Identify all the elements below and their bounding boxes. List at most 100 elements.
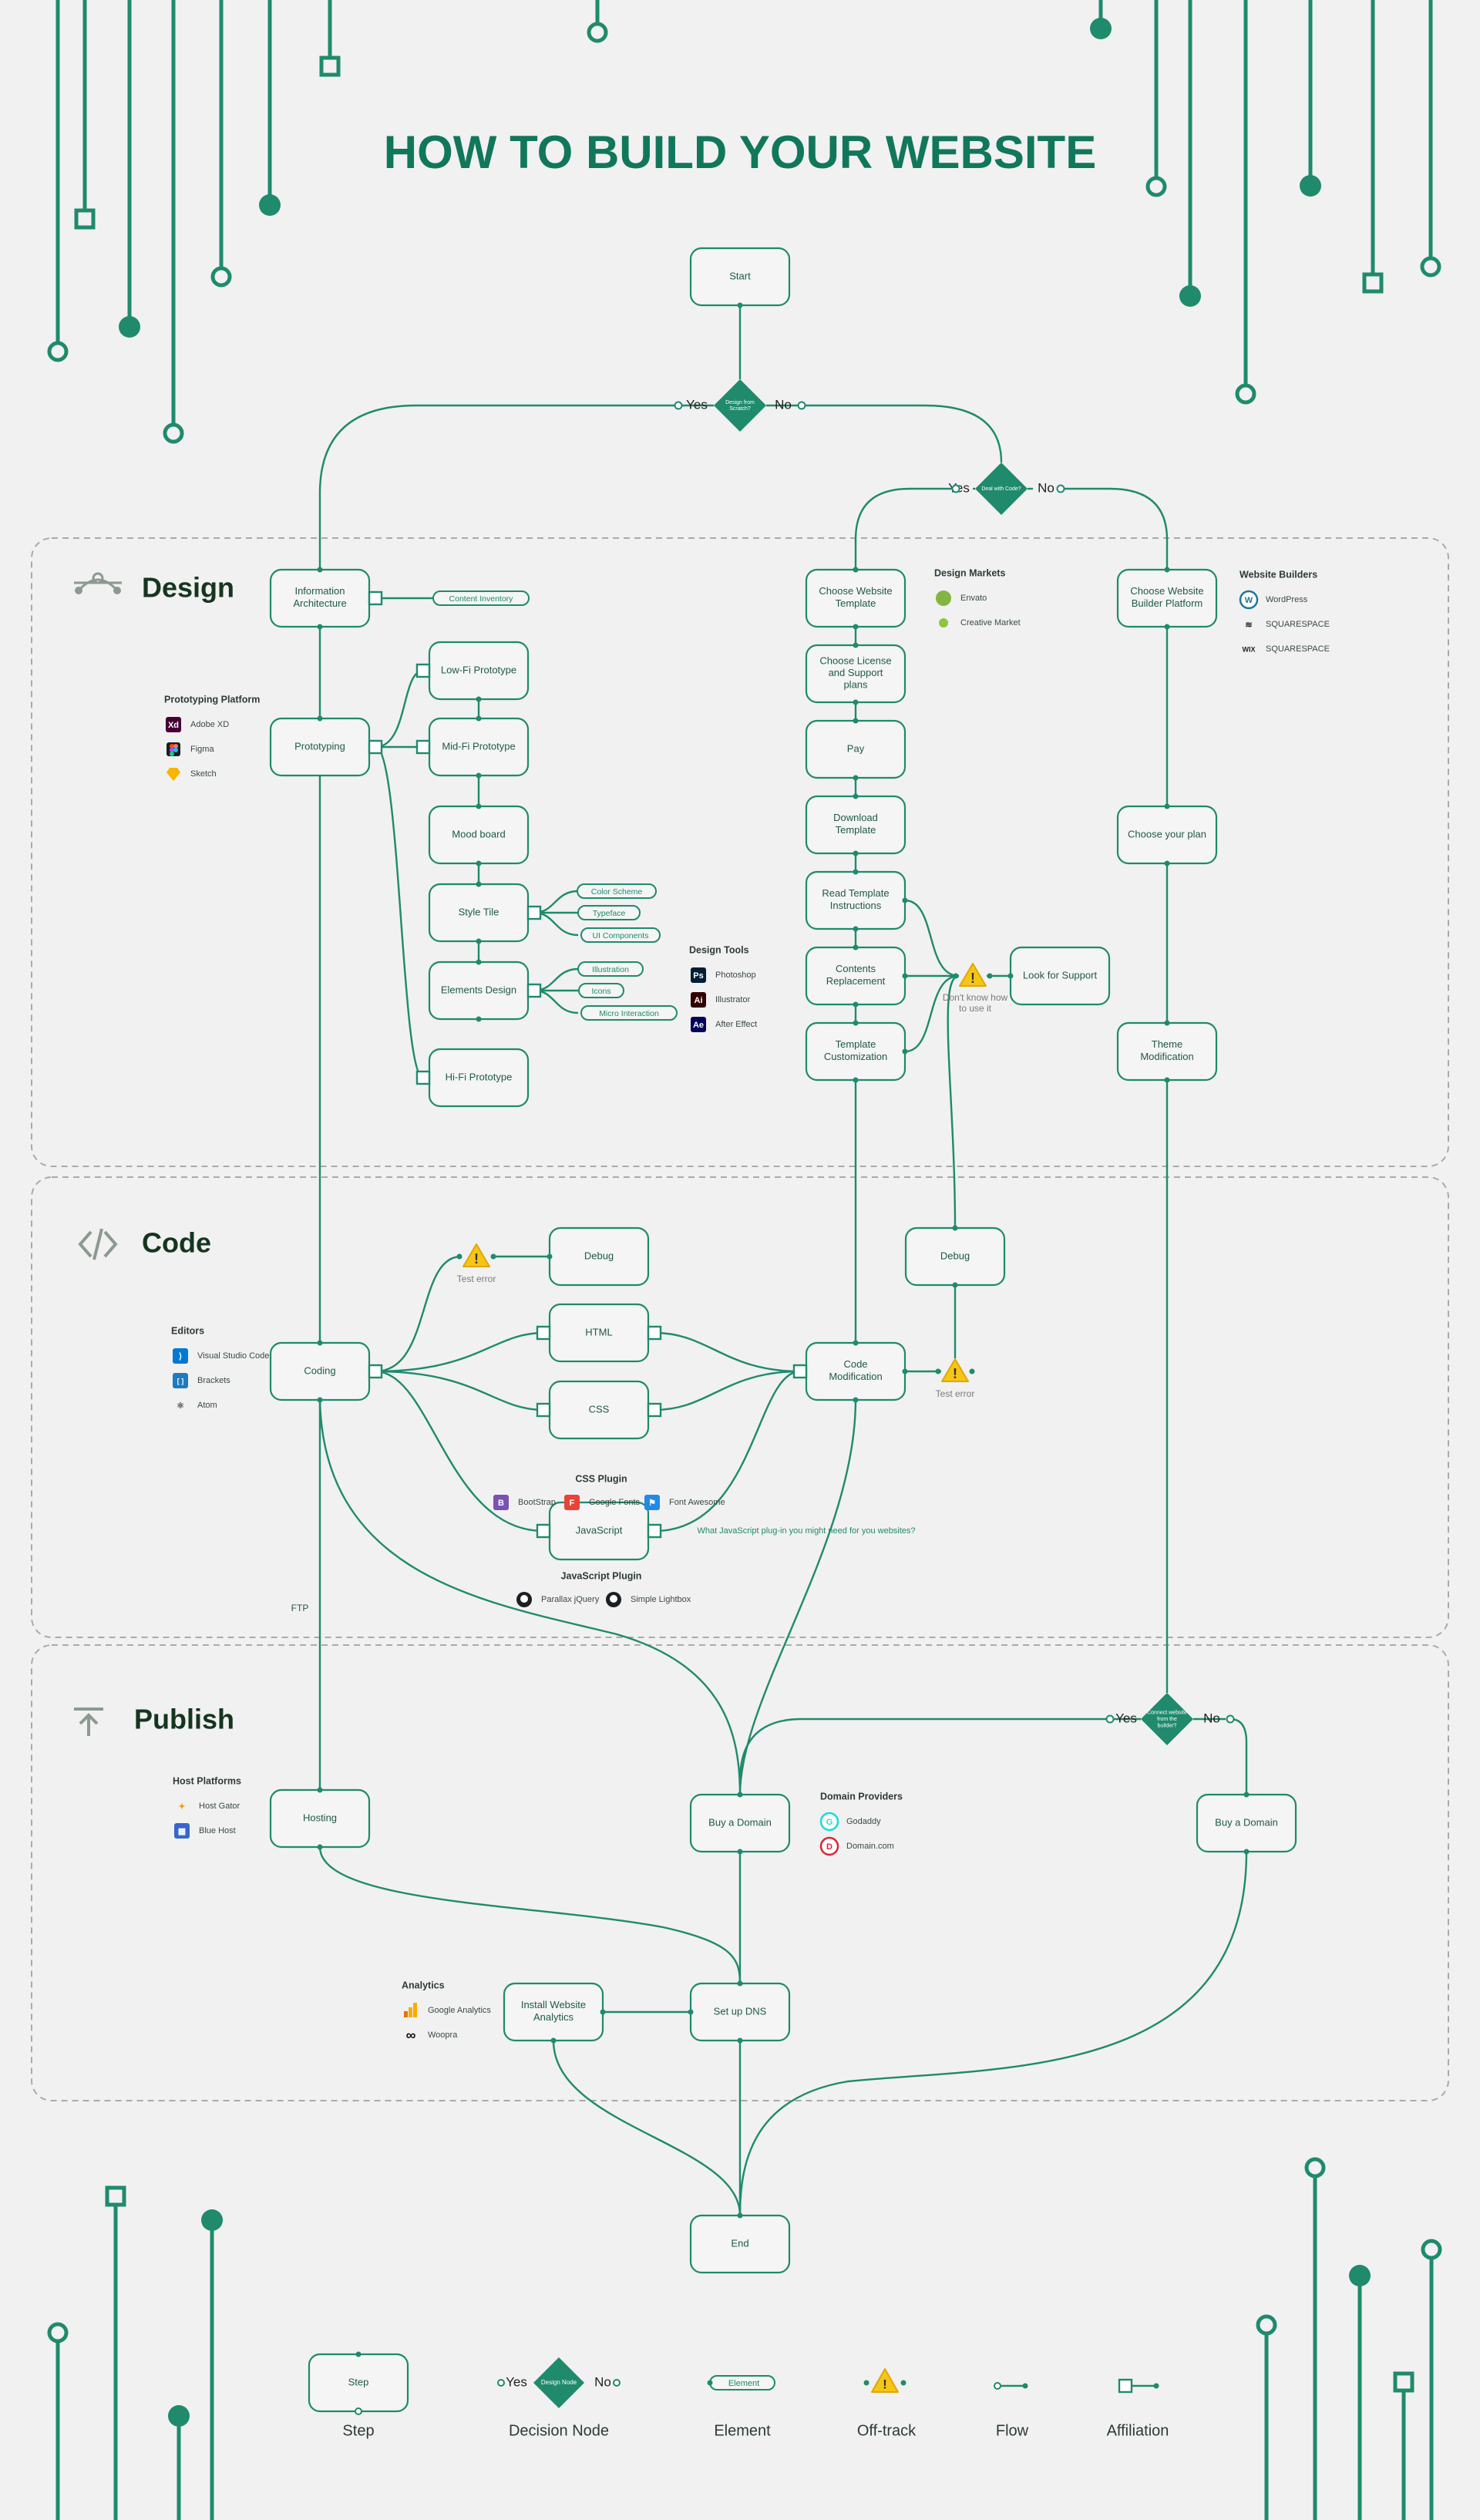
flow-dot <box>476 696 482 702</box>
flow-connector <box>375 1370 544 1533</box>
step-hosting[interactable]: Hosting <box>269 1788 371 1849</box>
flow-dot <box>550 2037 557 2044</box>
step-buy-domain-right[interactable]: Buy a Domain <box>1196 1793 1297 1853</box>
step-label: Pay <box>847 742 865 754</box>
element-pill <box>577 883 657 899</box>
flow-connector <box>318 1846 742 1984</box>
step-prototyping[interactable]: Prototyping <box>269 717 371 777</box>
pin-head-ring <box>1145 176 1167 197</box>
decorative-pin <box>1145 0 1167 197</box>
element-pill <box>580 927 661 943</box>
step-label: Buy a Domain <box>708 1816 772 1828</box>
bluehost-icon: ▦ <box>174 1823 190 1839</box>
flow-dot <box>902 973 908 979</box>
step-css[interactable]: CSS <box>548 1380 650 1440</box>
warning-dot-left <box>953 973 959 979</box>
creative-market-icon <box>939 618 948 627</box>
step-buy-domain-center[interactable]: Buy a Domain <box>689 1793 791 1853</box>
app-tile <box>493 1495 509 1510</box>
step-mood-board[interactable]: Mood board <box>428 805 530 865</box>
element-pill <box>580 1005 678 1021</box>
decorative-pin <box>1393 2371 1414 2520</box>
figma-dot-b <box>173 744 178 749</box>
after-effects-icon: Ae <box>691 1017 706 1032</box>
step-pay[interactable]: Pay <box>805 719 906 779</box>
step-end[interactable]: End <box>689 2214 791 2274</box>
flow-port <box>1226 1714 1235 1724</box>
decorative-pin <box>1300 0 1321 197</box>
icon-glyph: ⚛ <box>177 1401 184 1411</box>
step-choose-plan[interactable]: Choose your plan <box>1116 805 1218 865</box>
step-coding[interactable]: Coding <box>269 1341 371 1401</box>
figma-dot-a <box>170 744 174 749</box>
flow-dot <box>476 715 482 722</box>
ga-bar-1 <box>404 2011 408 2017</box>
step-debug-left[interactable]: Debug <box>548 1226 650 1287</box>
step-debug-right[interactable]: Debug <box>904 1226 1006 1287</box>
affiliation-port <box>526 983 542 998</box>
element-ui-components: UI Components <box>580 927 661 943</box>
step-elements-design[interactable]: Elements Design <box>428 961 530 1021</box>
element-icons: Icons <box>578 983 624 998</box>
flow-dot <box>737 2037 743 2044</box>
group-title: Host Platforms <box>173 1775 241 1786</box>
flow-connector <box>1061 487 1169 570</box>
step-hi-fi[interactable]: Hi-Fi Prototype <box>428 1048 530 1108</box>
domain-com-icon: D <box>819 1836 839 1856</box>
flow-dot <box>476 938 482 944</box>
warning-mark: ! <box>953 1366 957 1381</box>
decision-deal-code: Deal with Code? <box>975 463 1028 515</box>
app-tile <box>691 992 706 1008</box>
legend-no-port <box>613 2379 621 2387</box>
legend-affiliation-caption: Affiliation <box>1107 2422 1169 2439</box>
wp-ring <box>1239 590 1259 610</box>
ga-bar-3 <box>413 2003 417 2017</box>
step-label: Start <box>729 270 751 281</box>
sketch-icon <box>166 768 180 781</box>
flow-connector <box>375 669 424 749</box>
step-low-fi[interactable]: Low-Fi Prototype <box>428 641 530 701</box>
github-icon <box>606 1592 621 1607</box>
step-label: Elements Design <box>441 984 516 995</box>
step-html[interactable]: HTML <box>548 1303 650 1363</box>
decorative-pin <box>119 0 140 338</box>
squarespace-icon: ≋ <box>1245 621 1252 630</box>
step-javascript[interactable]: JavaScript <box>548 1501 650 1561</box>
pin-head-ring <box>163 422 184 444</box>
flow-dot <box>853 718 859 724</box>
step-start[interactable]: Start <box>689 247 791 307</box>
flow-dot <box>853 699 859 705</box>
group-item-label: SQUARESPACE <box>1266 644 1330 654</box>
ftp-label: FTP <box>291 1603 309 1613</box>
provider-ring <box>819 1836 839 1856</box>
flow-dot <box>600 2009 606 2015</box>
flow-port <box>797 401 806 410</box>
step-style-tile[interactable]: Style Tile <box>428 883 530 943</box>
flow-connector <box>904 974 960 1053</box>
group-item-label: Creative Market <box>960 618 1021 627</box>
element-micro-interaction: Micro Interaction <box>580 1005 678 1021</box>
step-look-support[interactable]: Look for Support <box>1009 946 1111 1006</box>
step-mid-fi[interactable]: Mid-Fi Prototype <box>428 717 530 777</box>
step-setup-dns[interactable]: Set up DNS <box>689 1982 791 2042</box>
figma-dot-e <box>170 752 174 756</box>
group-item-label: WordPress <box>1266 595 1308 604</box>
app-tile <box>691 1017 706 1032</box>
